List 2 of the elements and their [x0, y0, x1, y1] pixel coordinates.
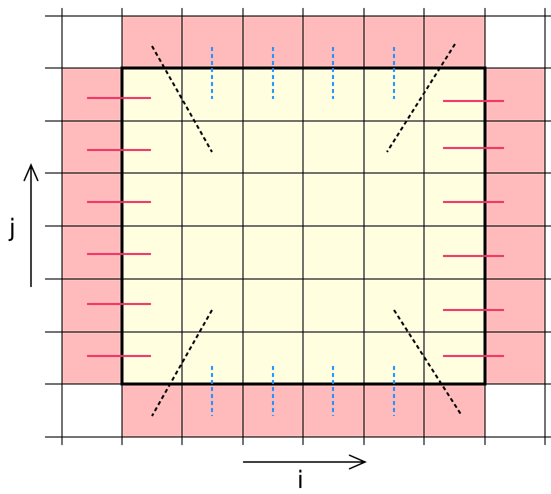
axis-label: i: [297, 468, 304, 492]
axis-label: j: [9, 216, 16, 240]
